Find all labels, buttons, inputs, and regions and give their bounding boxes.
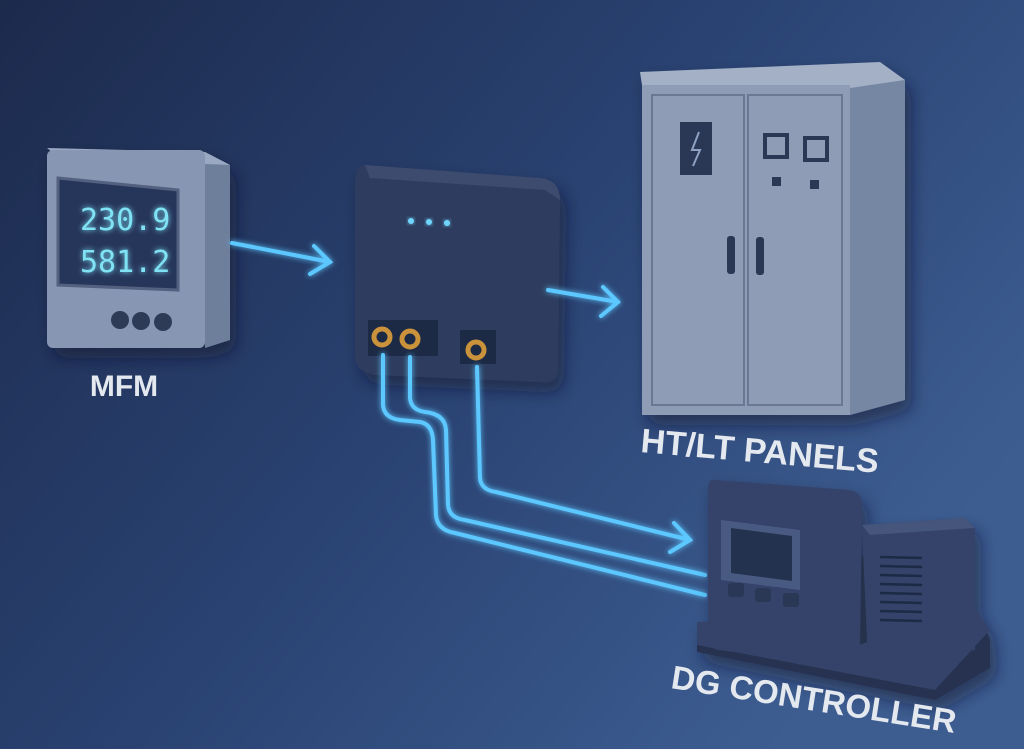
mfm-screen — [56, 176, 180, 292]
mfm-button — [132, 312, 150, 330]
dg-button — [783, 593, 799, 607]
mfm-reading-1: 230.9 — [80, 203, 170, 238]
status-led — [426, 219, 432, 225]
arrow-mfm-to-gateway-icon — [230, 241, 334, 276]
vent-grille-icon — [879, 555, 923, 623]
dg-button — [755, 588, 771, 602]
panel-door-left — [651, 94, 745, 406]
indicator-light — [810, 180, 819, 189]
ht-lt-panel-cabinet — [640, 62, 905, 415]
arrow-gateway-to-panels-icon — [546, 285, 621, 318]
dg-display — [731, 528, 792, 581]
status-led — [444, 220, 450, 226]
mfm-side — [205, 152, 230, 348]
mfm-button — [111, 311, 129, 329]
electric-warning-icon — [680, 122, 712, 175]
mfm-label: MFM — [90, 370, 158, 403]
indicator-square — [803, 136, 829, 162]
port-1 — [371, 326, 393, 348]
mfm-meter — [47, 148, 230, 348]
panel-door-right — [747, 94, 843, 406]
indicator-light — [772, 177, 781, 186]
wires-gateway-to-dg — [381, 353, 707, 597]
mfm-reading-2: 581.2 — [80, 245, 170, 280]
dg-generator — [697, 479, 990, 700]
door-handle — [756, 237, 764, 275]
gateway-device — [355, 165, 560, 383]
port-3 — [465, 339, 487, 361]
port-2 — [399, 328, 421, 350]
indicator-square — [763, 133, 789, 159]
door-handle — [727, 236, 735, 274]
status-led — [408, 218, 414, 224]
dg-button — [728, 583, 744, 597]
mfm-button — [154, 313, 172, 331]
